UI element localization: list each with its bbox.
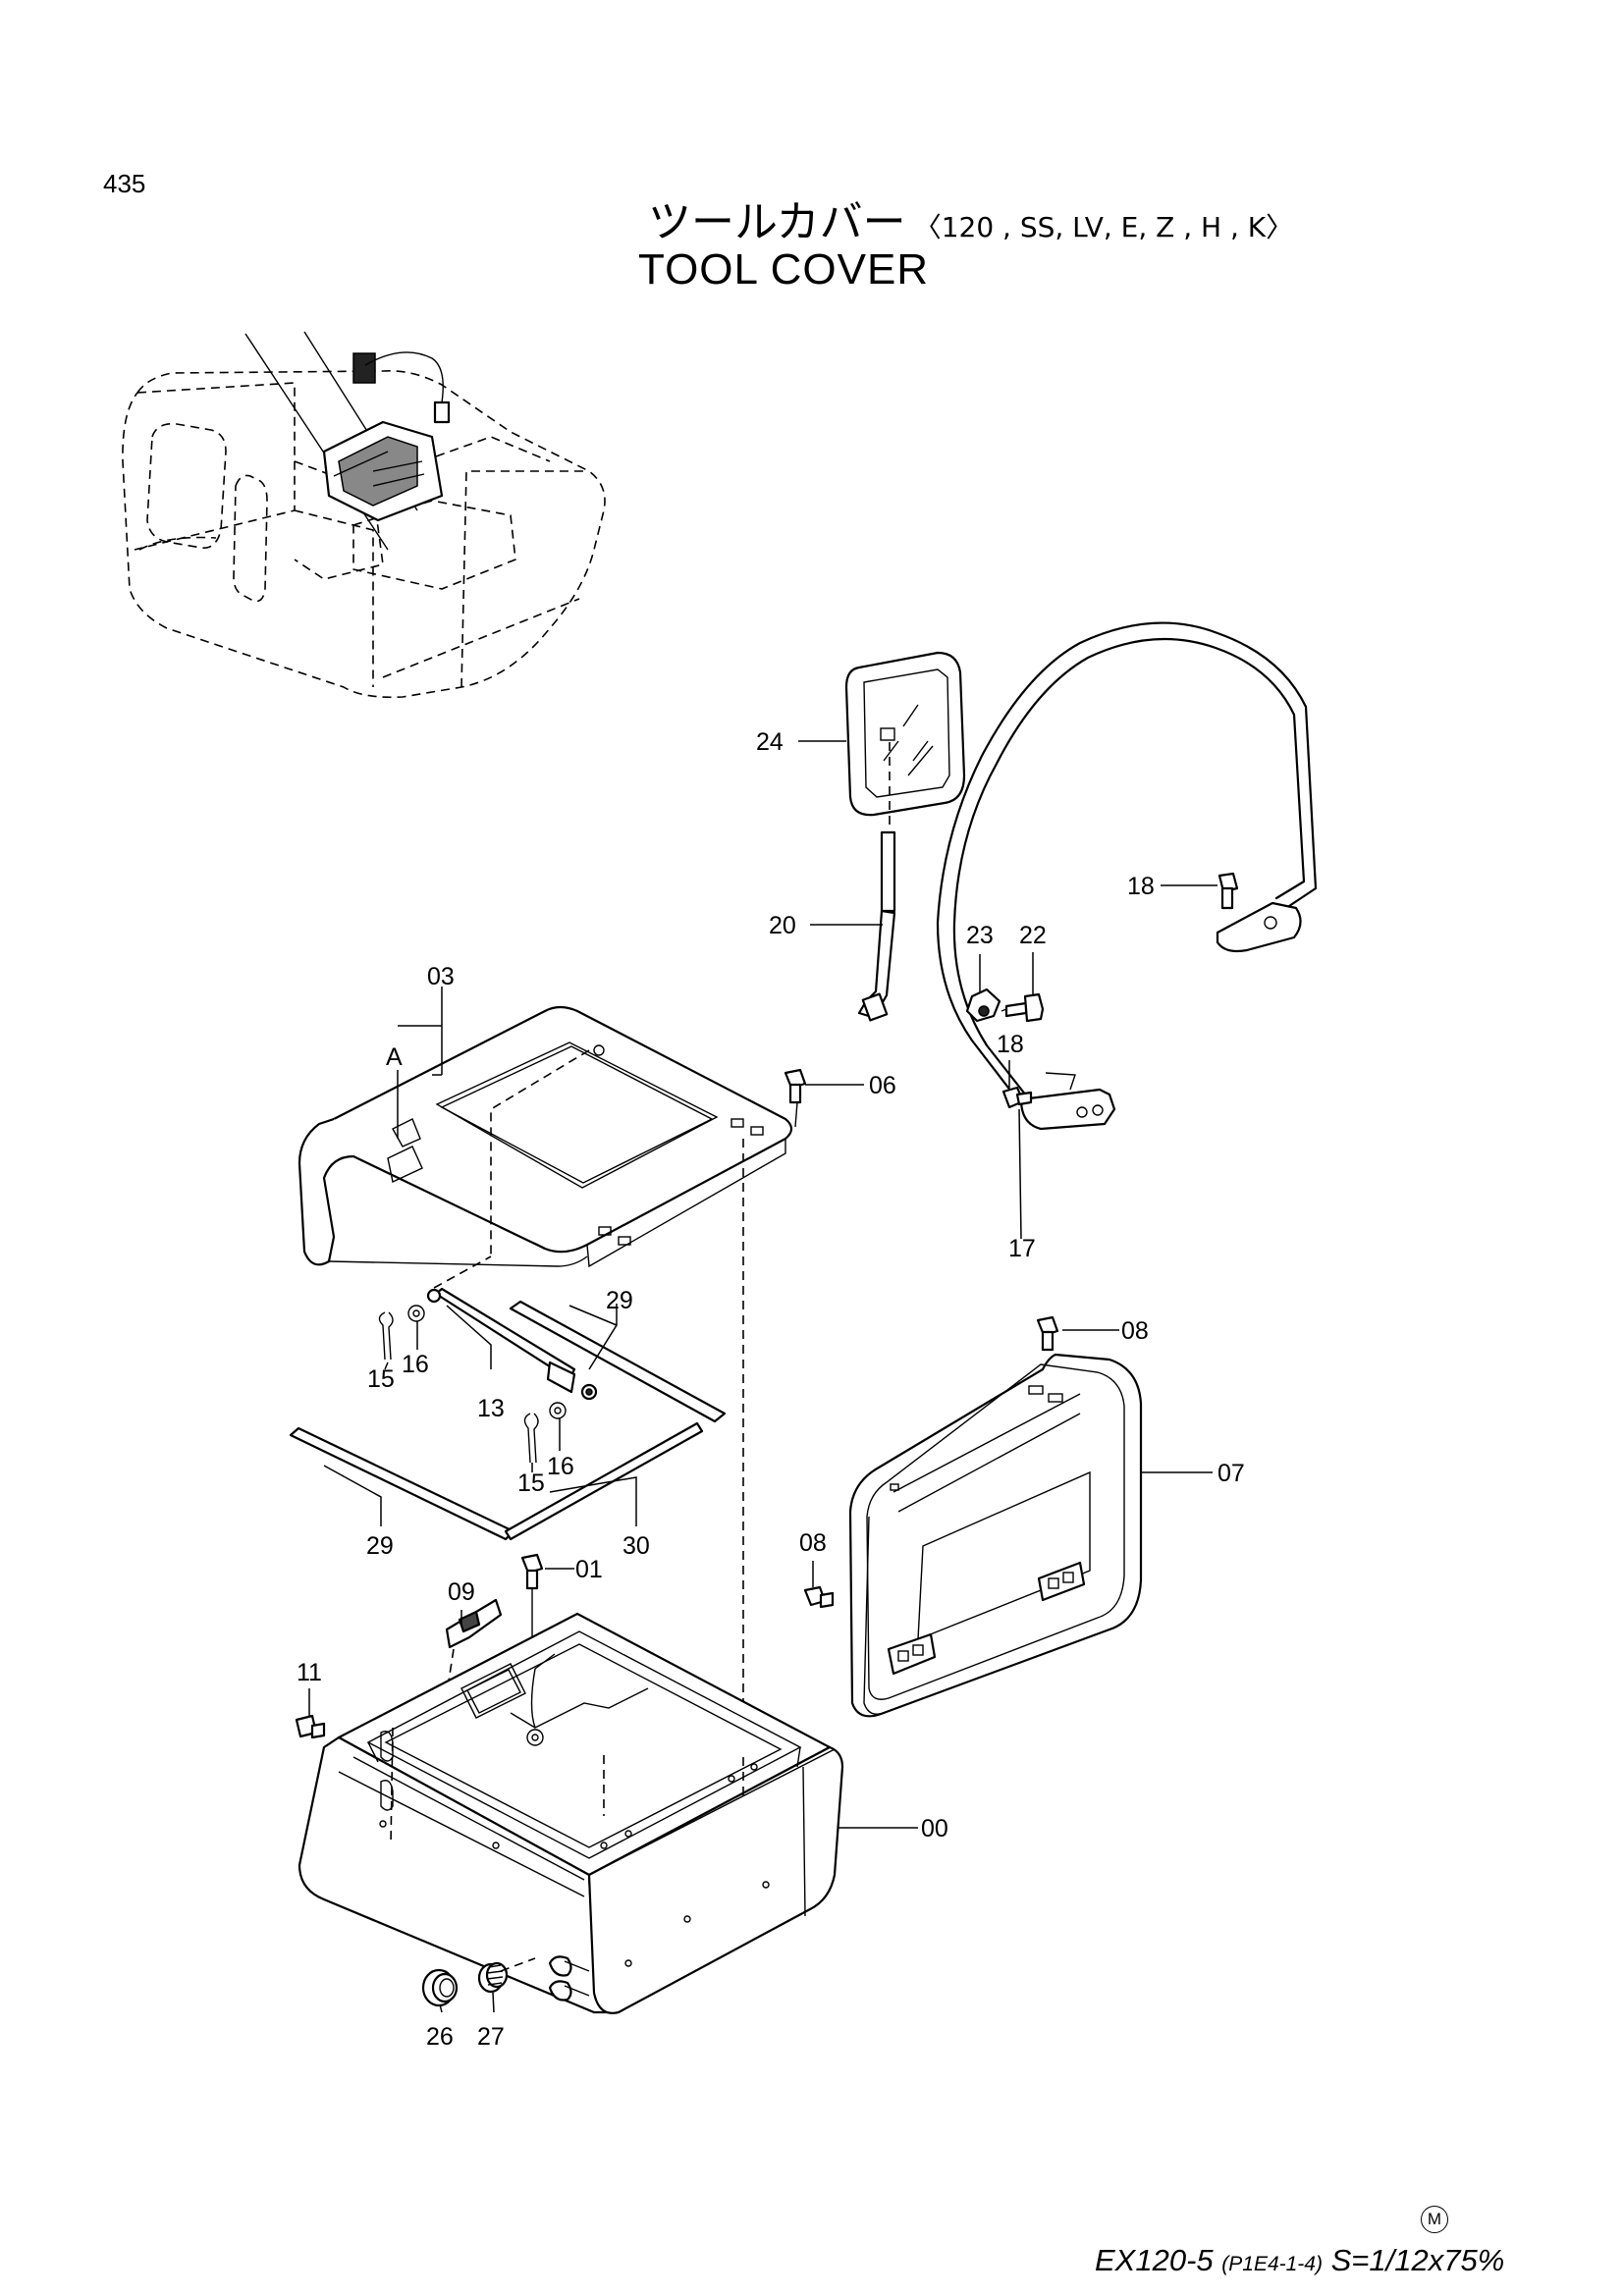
manual-mark-badge: M: [1421, 2206, 1448, 2233]
callout-18-upper: 18: [1127, 873, 1155, 900]
callout-15-lower: 15: [517, 1469, 545, 1497]
part-gas-spring: [426, 1255, 598, 1401]
callout-labels: 24 20 18 23 22 03 06 18 17 29 15 16 13 1…: [297, 728, 1245, 2051]
callout-29-lower: 29: [366, 1532, 394, 1560]
part-bolt-06: [784, 1068, 807, 1128]
callout-22: 22: [1019, 922, 1047, 949]
callout-00: 00: [921, 1815, 948, 1842]
view-label-a: A: [386, 1043, 403, 1071]
callout-16-upper: 16: [402, 1351, 429, 1378]
callout-26: 26: [426, 2023, 454, 2051]
page-code: (P1E4-1-4): [1221, 2253, 1323, 2275]
part-clamp-and-bolt: [965, 988, 1045, 1023]
callout-13: 13: [477, 1395, 505, 1422]
part-bolts-18: [1001, 872, 1239, 1109]
part-side-door: [848, 1353, 1143, 1718]
callout-06: 06: [869, 1072, 896, 1099]
callout-23: 23: [966, 922, 994, 949]
part-bolts-08: [803, 1315, 1059, 1609]
excavator-location-sketch: [122, 331, 606, 699]
callout-16-lower: 16: [547, 1453, 574, 1480]
leader-lines: [308, 740, 1217, 2013]
callout-27: 27: [477, 2023, 505, 2051]
part-cover: [298, 1005, 793, 1757]
part-tool-box: [298, 1612, 844, 2014]
part-handrail: [936, 621, 1318, 1131]
callout-17: 17: [1008, 1235, 1036, 1262]
part-pins-and-washers: [378, 1305, 567, 1464]
callout-29-upper: 29: [606, 1287, 633, 1314]
callout-03: 03: [427, 963, 455, 990]
part-bracket-09: [436, 1598, 503, 1758]
part-mirror-stay: [857, 830, 896, 1022]
callout-20: 20: [769, 912, 796, 939]
footer-reference: EX120-5 (P1E4-1-4) S=1/12x75%: [1095, 2243, 1504, 2278]
callout-11: 11: [297, 1659, 322, 1686]
callout-08-upper: 08: [1121, 1317, 1149, 1345]
model-code: EX120-5: [1095, 2243, 1214, 2277]
callout-08-lower: 08: [799, 1529, 827, 1557]
page-title-english: TOOL COVER: [638, 245, 930, 294]
page-title-japanese: ツールカバー〈120 , SS, LV, E, Z , H , K〉: [648, 187, 1293, 249]
title-jp-text: ツールカバー: [648, 197, 906, 247]
part-mirror: [844, 651, 966, 827]
callout-18-lower: 18: [997, 1031, 1024, 1058]
callout-30: 30: [622, 1532, 650, 1560]
callout-07: 07: [1217, 1460, 1245, 1487]
part-bolt-11: [295, 1714, 326, 1739]
part-plugs: [421, 1957, 536, 2007]
model-variants: 〈120 , SS, LV, E, Z , H , K〉: [913, 211, 1294, 243]
callout-15-upper: 15: [367, 1365, 395, 1393]
part-seals: [289, 1300, 727, 1541]
callout-09: 09: [448, 1578, 475, 1606]
callout-24: 24: [756, 728, 784, 756]
page-number: 435: [103, 169, 146, 198]
scale-text: S=1/12x75%: [1330, 2243, 1505, 2277]
callout-01: 01: [575, 1556, 603, 1583]
